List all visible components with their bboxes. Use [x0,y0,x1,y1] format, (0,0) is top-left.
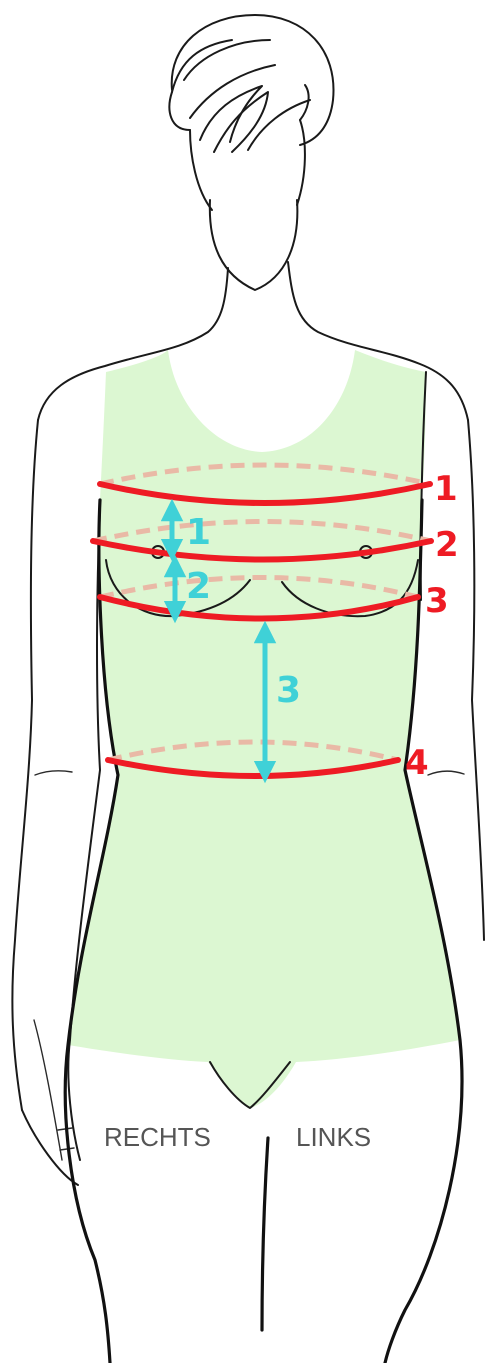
ring-2-label: 2 [435,525,459,565]
side-label-left: LINKS [296,1122,371,1152]
head-sketch [169,15,333,290]
arrow-2-label: 2 [186,566,211,607]
side-label-right: RECHTS [104,1122,211,1152]
ring-1-label: 1 [434,469,458,509]
ring-4-label: 4 [405,743,429,783]
arrow-3-label: 3 [276,670,301,711]
ring-3-label: 3 [425,581,449,621]
arrow-1-label: 1 [186,512,211,553]
